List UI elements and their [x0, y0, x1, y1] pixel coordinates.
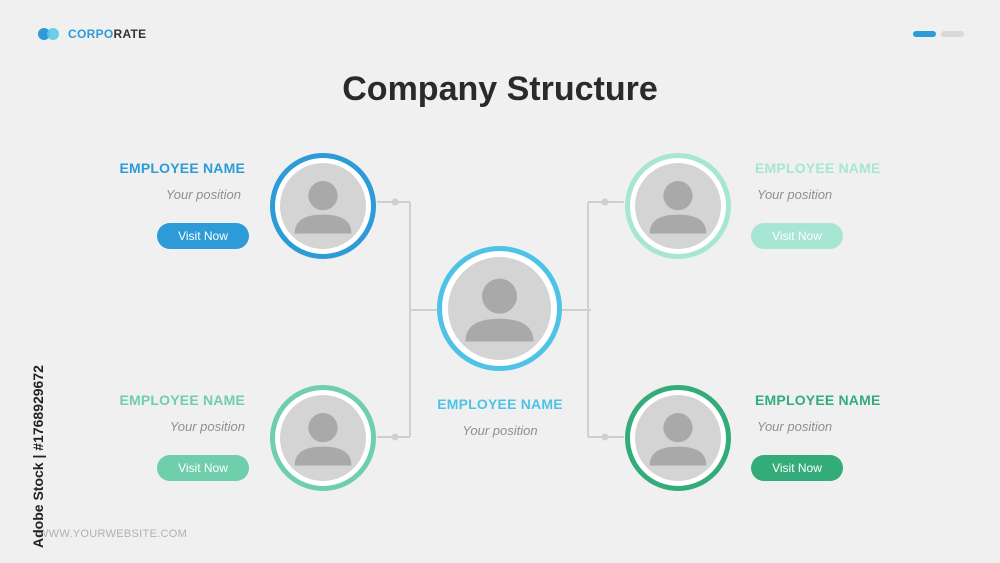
brand-logo-icon	[38, 28, 60, 40]
stock-credit-text: Adobe Stock | #1768929672	[30, 365, 46, 548]
employee-name: EMPLOYEE NAME	[119, 392, 245, 408]
employee-position: Your position	[165, 187, 241, 202]
brand-logo: CORPORATE	[38, 27, 147, 41]
person-icon	[635, 395, 721, 481]
employee-avatar-bottom-left	[270, 385, 376, 491]
page-title: Company Structure	[342, 70, 658, 108]
pager-dot-active[interactable]	[913, 31, 936, 37]
pager-dot[interactable]	[941, 31, 964, 37]
person-icon	[280, 163, 366, 249]
visit-now-button[interactable]: Visit Now	[751, 223, 843, 249]
center-employee-position: Your position	[462, 423, 538, 438]
stock-credit: Adobe Stock | #1768929672	[10, 318, 46, 548]
employee-position: Your position	[757, 419, 833, 434]
employee-avatar-top-left	[270, 153, 376, 259]
employee-avatar-center	[437, 246, 562, 371]
employee-name: EMPLOYEE NAME	[755, 392, 881, 408]
website-url[interactable]: WWW.YOURWEBSITE.COM	[38, 528, 188, 540]
employee-position: Your position	[757, 187, 833, 202]
visit-now-button[interactable]: Visit Now	[157, 455, 249, 481]
brand-name: CORPORATE	[68, 27, 147, 41]
visit-now-button[interactable]: Visit Now	[157, 223, 249, 249]
employee-avatar-top-right	[625, 153, 731, 259]
person-icon	[280, 395, 366, 481]
employee-name: EMPLOYEE NAME	[119, 160, 245, 176]
person-icon	[448, 257, 551, 360]
visit-now-button[interactable]: Visit Now	[751, 455, 843, 481]
employee-avatar-bottom-right	[625, 385, 731, 491]
center-employee-name: EMPLOYEE NAME	[437, 396, 563, 412]
employee-name: EMPLOYEE NAME	[755, 160, 881, 176]
employee-position: Your position	[169, 419, 245, 434]
slide-pager[interactable]	[913, 31, 964, 37]
person-icon	[635, 163, 721, 249]
